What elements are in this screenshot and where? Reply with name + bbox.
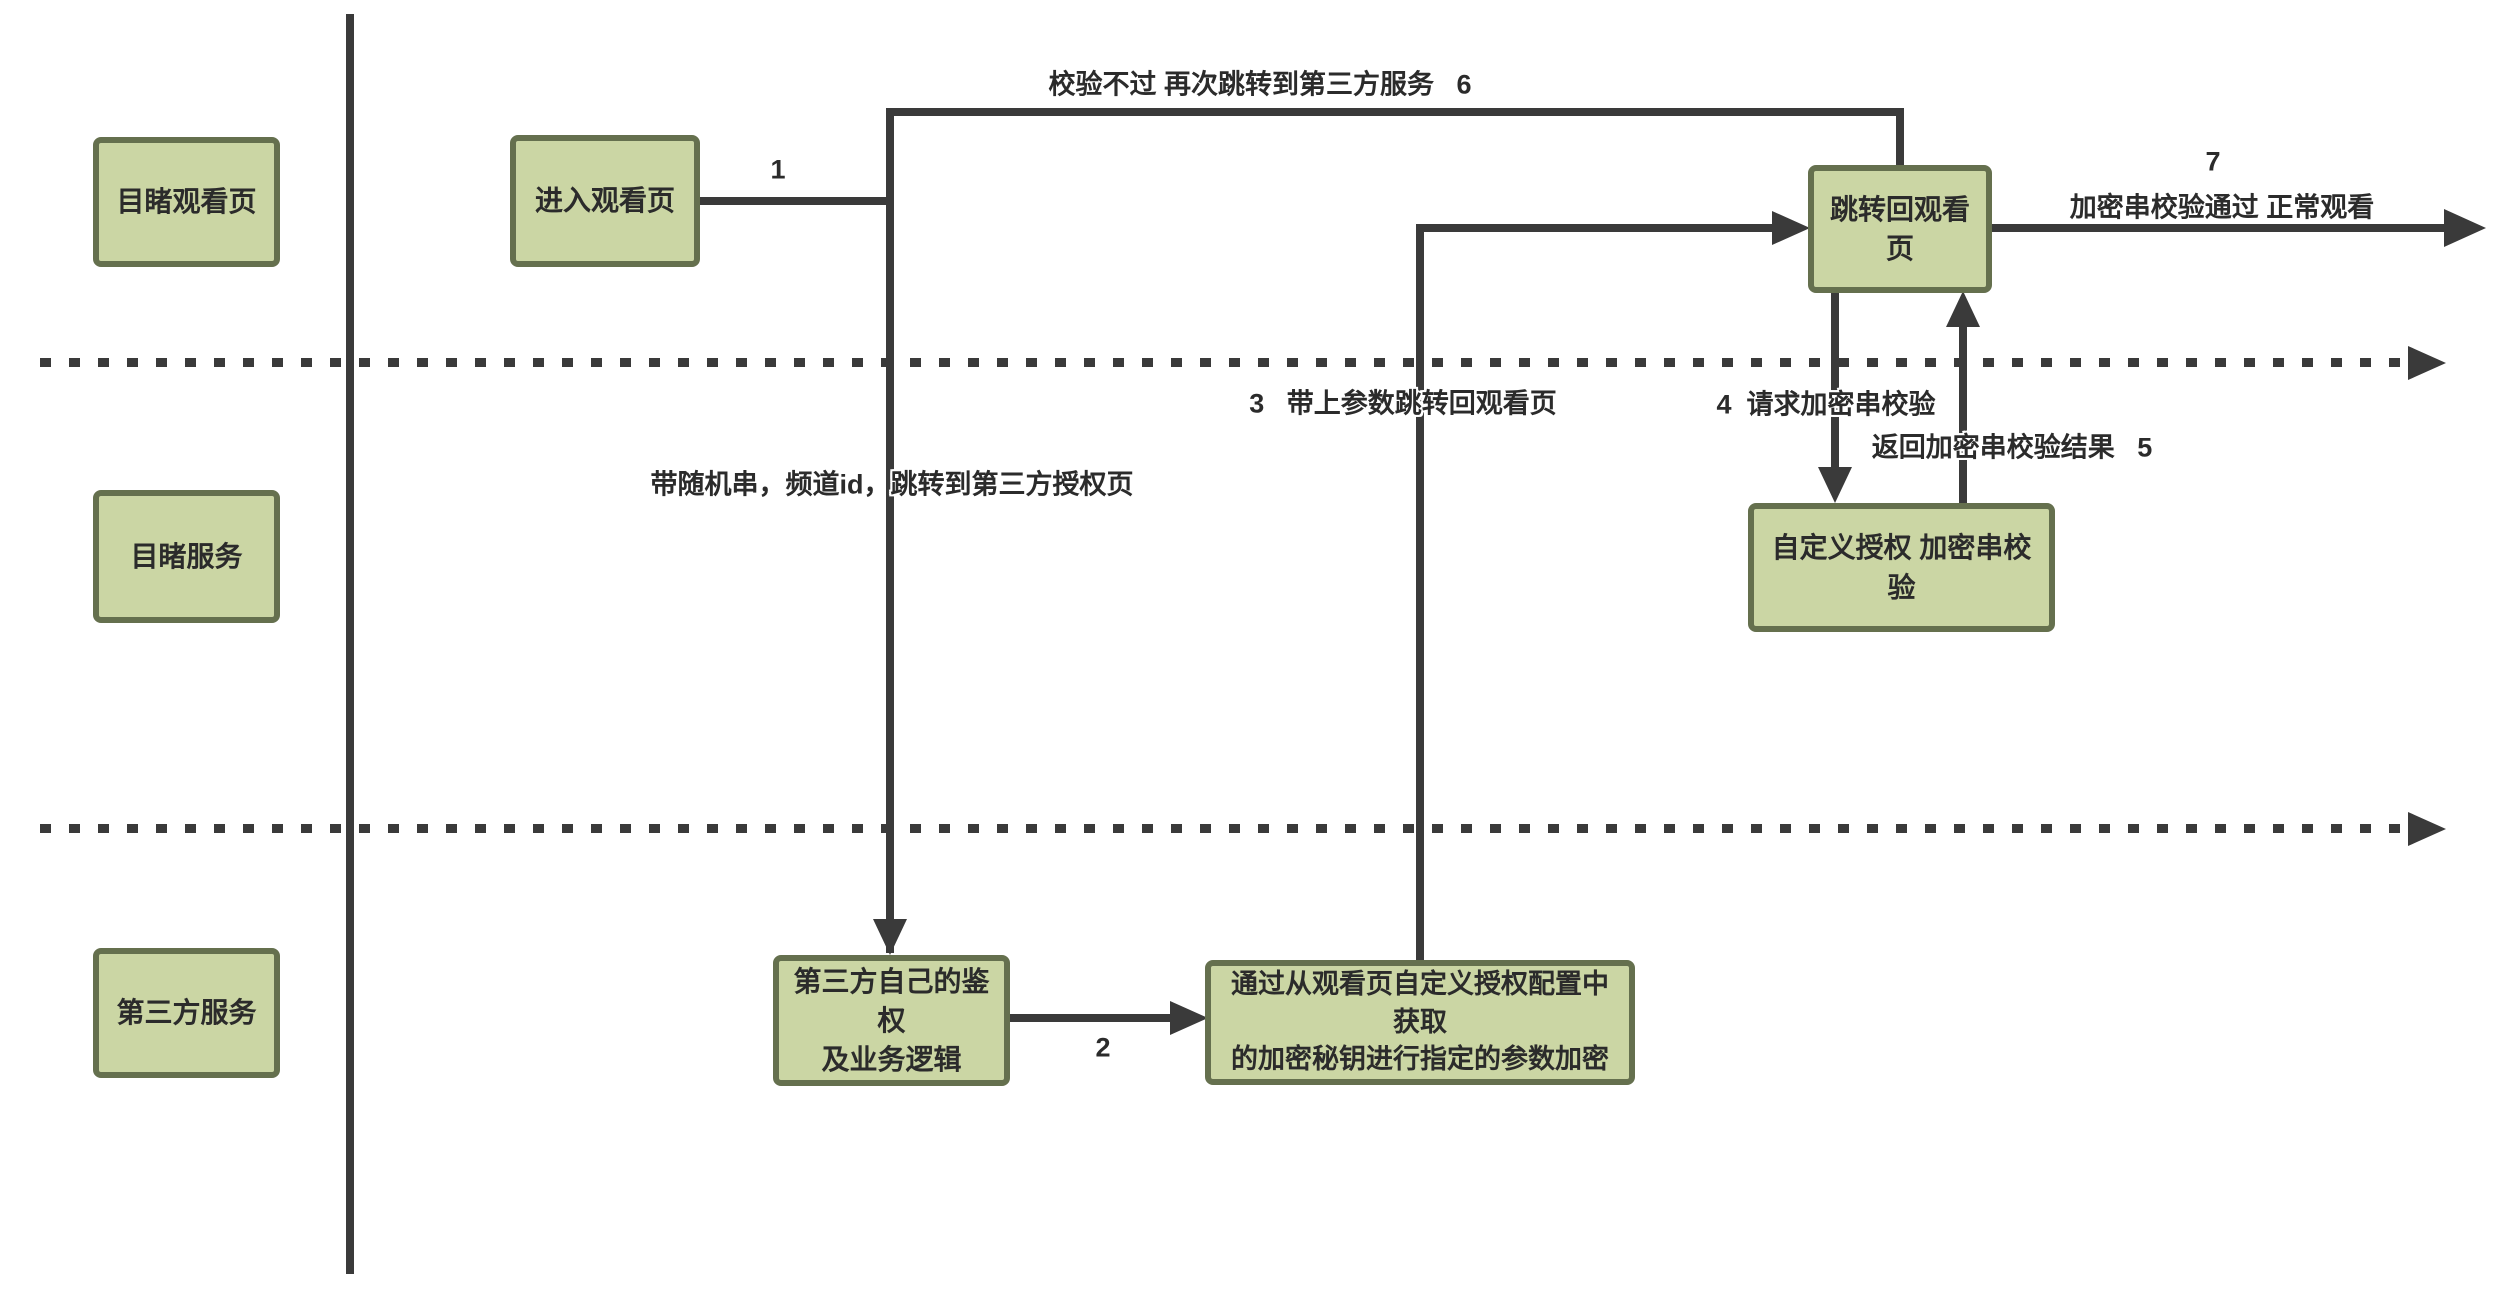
edge-label-step5: 返回加密串校验结果 5 <box>1871 432 2153 463</box>
edge-7-horizontal-line <box>1992 224 2444 232</box>
lane-divider-dotted-2 <box>40 824 2408 833</box>
lane-label-watch-page: 目睹观看页 <box>93 137 280 267</box>
edge-1-horizontal-line <box>700 197 894 205</box>
lane-divider-1-arrowhead-icon <box>2408 346 2446 380</box>
edge-1-6-shared-vertical-line <box>886 108 894 953</box>
node-enter-watch-page: 进入观看页 <box>510 135 700 267</box>
lane-label-third-party-service: 第三方服务 <box>93 948 280 1078</box>
node-third-party-auth: 第三方自己的鉴权 及业务逻辑 <box>773 955 1010 1086</box>
edge-5-arrowhead-icon <box>1946 291 1980 327</box>
edge-5-vertical-line <box>1959 327 1967 503</box>
node-jump-back-watch-page-text: 跳转回观看页 <box>1829 193 1970 264</box>
node-encrypt-params: 通过从观看页自定义授权配置中获取 的加密秘钥进行指定的参数加密 <box>1205 960 1635 1085</box>
lane-divider-2-arrowhead-icon <box>2408 812 2446 846</box>
node-encrypt-params-text: 通过从观看页自定义授权配置中获取 的加密秘钥进行指定的参数加密 <box>1231 968 1609 1075</box>
node-custom-auth-check-text: 自定义授权 加密串校验 <box>1771 532 2032 603</box>
lane-divider-dotted-1 <box>40 358 2408 367</box>
edge-label-step7-number: 7 <box>2205 146 2221 177</box>
edge-7-arrowhead-icon <box>2444 209 2486 247</box>
edge-3-vertical-line <box>1416 224 1424 960</box>
node-enter-watch-page-text: 进入观看页 <box>534 185 675 217</box>
node-jump-back-watch-page: 跳转回观看页 <box>1808 165 1992 293</box>
lane-label-watch-page-text: 目睹观看页 <box>116 186 257 218</box>
lane-label-third-party-service-text: 第三方服务 <box>116 997 257 1029</box>
edge-label-step3: 3 带上参数跳转回观看页 <box>1249 388 1557 419</box>
edge-2-arrowhead-icon <box>1170 1001 1208 1035</box>
edge-6-vertical-line <box>1896 108 1904 165</box>
edge-label-redirect-note: 带随机串，频道id，跳转到第三方授权页 <box>650 469 1134 500</box>
lane-separator-line <box>346 14 354 1274</box>
lane-label-mudu-service: 目睹服务 <box>93 490 280 623</box>
edge-label-step1: 1 <box>770 154 786 185</box>
edge-6-horizontal-line <box>886 108 1904 116</box>
edge-label-step2: 2 <box>1095 1032 1111 1063</box>
edge-1-arrowhead-icon <box>873 919 907 955</box>
edge-2-horizontal-line <box>1010 1014 1172 1022</box>
node-third-party-auth-text: 第三方自己的鉴权 及业务逻辑 <box>793 965 990 1076</box>
node-custom-auth-check: 自定义授权 加密串校验 <box>1748 503 2055 632</box>
edge-label-step7-text: 加密串校验通过 正常观看 <box>2069 192 2375 223</box>
edge-4-vertical-line <box>1831 293 1839 469</box>
edge-label-step6: 校验不过 再次跳转到第三方服务 6 <box>1048 69 1472 100</box>
edge-3-horizontal-line <box>1416 224 1772 232</box>
edge-3-arrowhead-icon <box>1772 211 1810 245</box>
lane-label-mudu-service-text: 目睹服务 <box>130 540 243 572</box>
edge-label-step4: 4 请求加密串校验 <box>1716 389 1936 420</box>
edge-4-arrowhead-icon <box>1818 467 1852 503</box>
